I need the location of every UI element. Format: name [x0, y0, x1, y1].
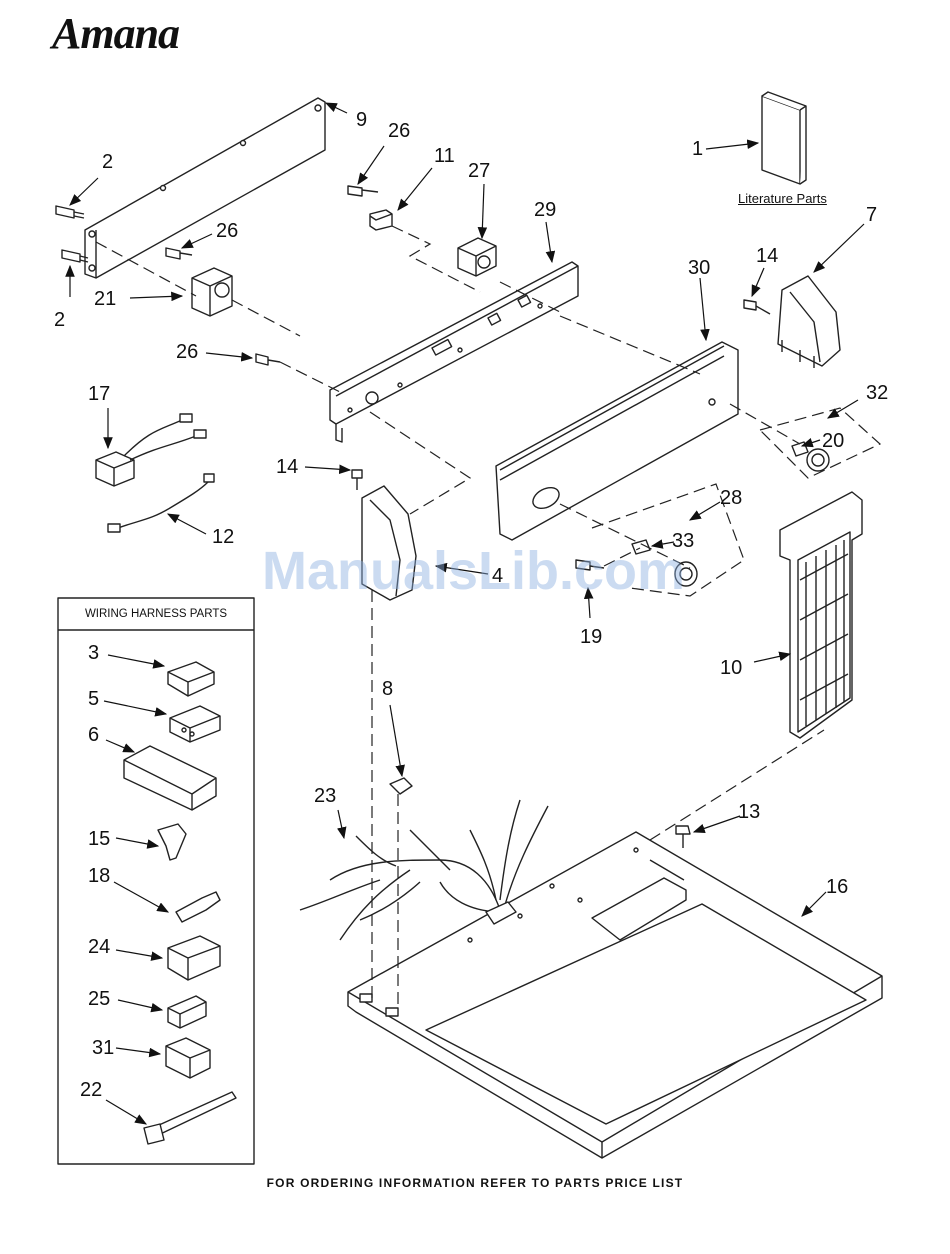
callout-1: 1	[692, 138, 703, 160]
callout-11: 11	[434, 145, 455, 167]
callout-10: 10	[720, 657, 742, 679]
callout-31: 31	[92, 1037, 114, 1059]
end-cap-part-7	[778, 276, 840, 368]
callout-3: 3	[88, 642, 99, 664]
callout-9: 9	[356, 109, 367, 131]
footer-note: FOR ORDERING INFORMATION REFER TO PARTS …	[0, 1176, 950, 1190]
callout-15: 15	[88, 828, 110, 850]
console-panel-part-30	[496, 342, 738, 540]
screw-part-2	[56, 206, 88, 262]
callout-21: 21	[94, 288, 116, 310]
lint-filter-part-10	[780, 492, 862, 738]
callout-6: 6	[88, 724, 99, 746]
callout-29: 29	[534, 199, 556, 221]
part-13-screw	[676, 826, 690, 848]
part-8-clip	[390, 778, 412, 794]
callout-14: 14	[756, 245, 778, 267]
literature-parts-label: Literature Parts	[738, 191, 827, 206]
callout-25: 25	[88, 988, 110, 1010]
callout-7: 7	[866, 204, 877, 226]
callout-23: 23	[314, 785, 336, 807]
callout-2: 2	[102, 151, 113, 173]
callout-5: 5	[88, 688, 99, 710]
callout-8: 8	[382, 678, 393, 700]
part-27-switch	[458, 238, 496, 276]
callout-32: 32	[866, 382, 888, 404]
part-11-clip	[370, 210, 392, 230]
callout-2-lower: 2	[54, 309, 65, 331]
callout-26-mid: 26	[216, 220, 238, 242]
top-panel-part-16	[348, 832, 882, 1158]
callout-22: 22	[80, 1079, 102, 1101]
control-bracket-part-29	[330, 262, 578, 442]
callout-28: 28	[720, 487, 742, 509]
harness-box-title: WIRING HARNESS PARTS	[58, 608, 254, 620]
callout-12: 12	[212, 526, 234, 548]
callout-13: 13	[738, 801, 760, 823]
wire-harness-part-17	[96, 414, 206, 486]
callout-24: 24	[88, 936, 110, 958]
callout-19: 19	[580, 626, 602, 648]
callout-26-top: 26	[388, 120, 410, 142]
callout-17: 17	[88, 383, 110, 405]
callout-26-low: 26	[176, 341, 198, 363]
watermark-text: ManualsLib.com	[262, 540, 685, 602]
callout-27: 27	[468, 160, 490, 182]
rear-bracket-part	[85, 98, 325, 278]
callout-16: 16	[826, 876, 848, 898]
part-21-timer	[192, 268, 232, 316]
callout-18: 18	[88, 865, 110, 887]
callout-14-lower: 14	[276, 456, 298, 478]
callout-20: 20	[822, 430, 844, 452]
callout-30: 30	[688, 257, 710, 279]
literature-part-1	[762, 92, 806, 184]
